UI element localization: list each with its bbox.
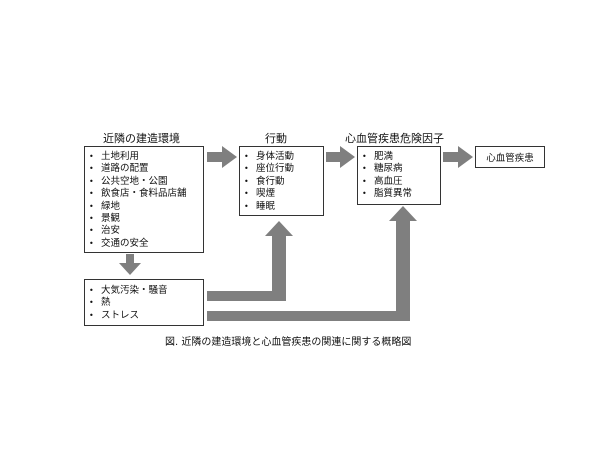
list-item: 糖尿病 [358,163,440,176]
list-item: 交通の安全 [85,238,203,251]
list-item: 身体活動 [240,151,323,164]
behavior-box: 身体活動 座位行動 食行動 喫煙 睡眠 [239,146,324,216]
arrow-env-to-exposure [119,254,141,275]
arrow-env-to-behavior [207,146,237,168]
arrow-risk-to-outcome [443,146,473,168]
list-item: 緑地 [85,201,203,214]
list-item: ストレス [85,310,203,323]
built-environment-box: 土地利用 道路の配置 公共空地・公園 飲食店・食料品店舗 緑地 景観 治安 交通… [84,146,204,253]
behavior-heading: 行動 [265,132,287,145]
list-item: 土地利用 [85,151,203,164]
list-item: 高血圧 [358,176,440,189]
environmental-exposure-box: 大気汚染・騒音 熱 ストレス [84,279,204,326]
list-item: 脂質異常 [358,188,440,201]
risk-factors-list: 肥満 糖尿病 高血圧 脂質異常 [358,151,440,201]
figure-caption: 図. 近隣の建造環境と心血管疾患の関連に関する概略図 [165,337,412,348]
list-item: 睡眠 [240,201,323,214]
arrow-exposure-to-risk [207,206,417,321]
list-item: 食行動 [240,176,323,189]
list-item: 肥満 [358,151,440,164]
list-item: 景観 [85,213,203,226]
list-item: 熱 [85,297,203,310]
behavior-list: 身体活動 座位行動 食行動 喫煙 睡眠 [240,151,323,213]
arrow-exposure-to-behavior [207,221,293,301]
environmental-exposure-list: 大気汚染・騒音 熱 ストレス [85,285,203,323]
built-environment-heading: 近隣の建造環境 [103,132,180,145]
built-environment-list: 土地利用 道路の配置 公共空地・公園 飲食店・食料品店舗 緑地 景観 治安 交通… [85,151,203,251]
risk-factors-heading: 心血管疾患危険因子 [345,132,444,145]
risk-factors-box: 肥満 糖尿病 高血圧 脂質異常 [357,146,441,205]
list-item: 道路の配置 [85,163,203,176]
outcome-label: 心血管疾患 [486,153,534,164]
list-item: 飲食店・食料品店舗 [85,188,203,201]
list-item: 喫煙 [240,188,323,201]
list-item: 大気汚染・騒音 [85,285,203,298]
list-item: 公共空地・公園 [85,176,203,189]
list-item: 治安 [85,225,203,238]
outcome-box: 心血管疾患 [475,146,545,168]
arrow-behavior-to-risk [326,146,355,168]
list-item: 座位行動 [240,163,323,176]
